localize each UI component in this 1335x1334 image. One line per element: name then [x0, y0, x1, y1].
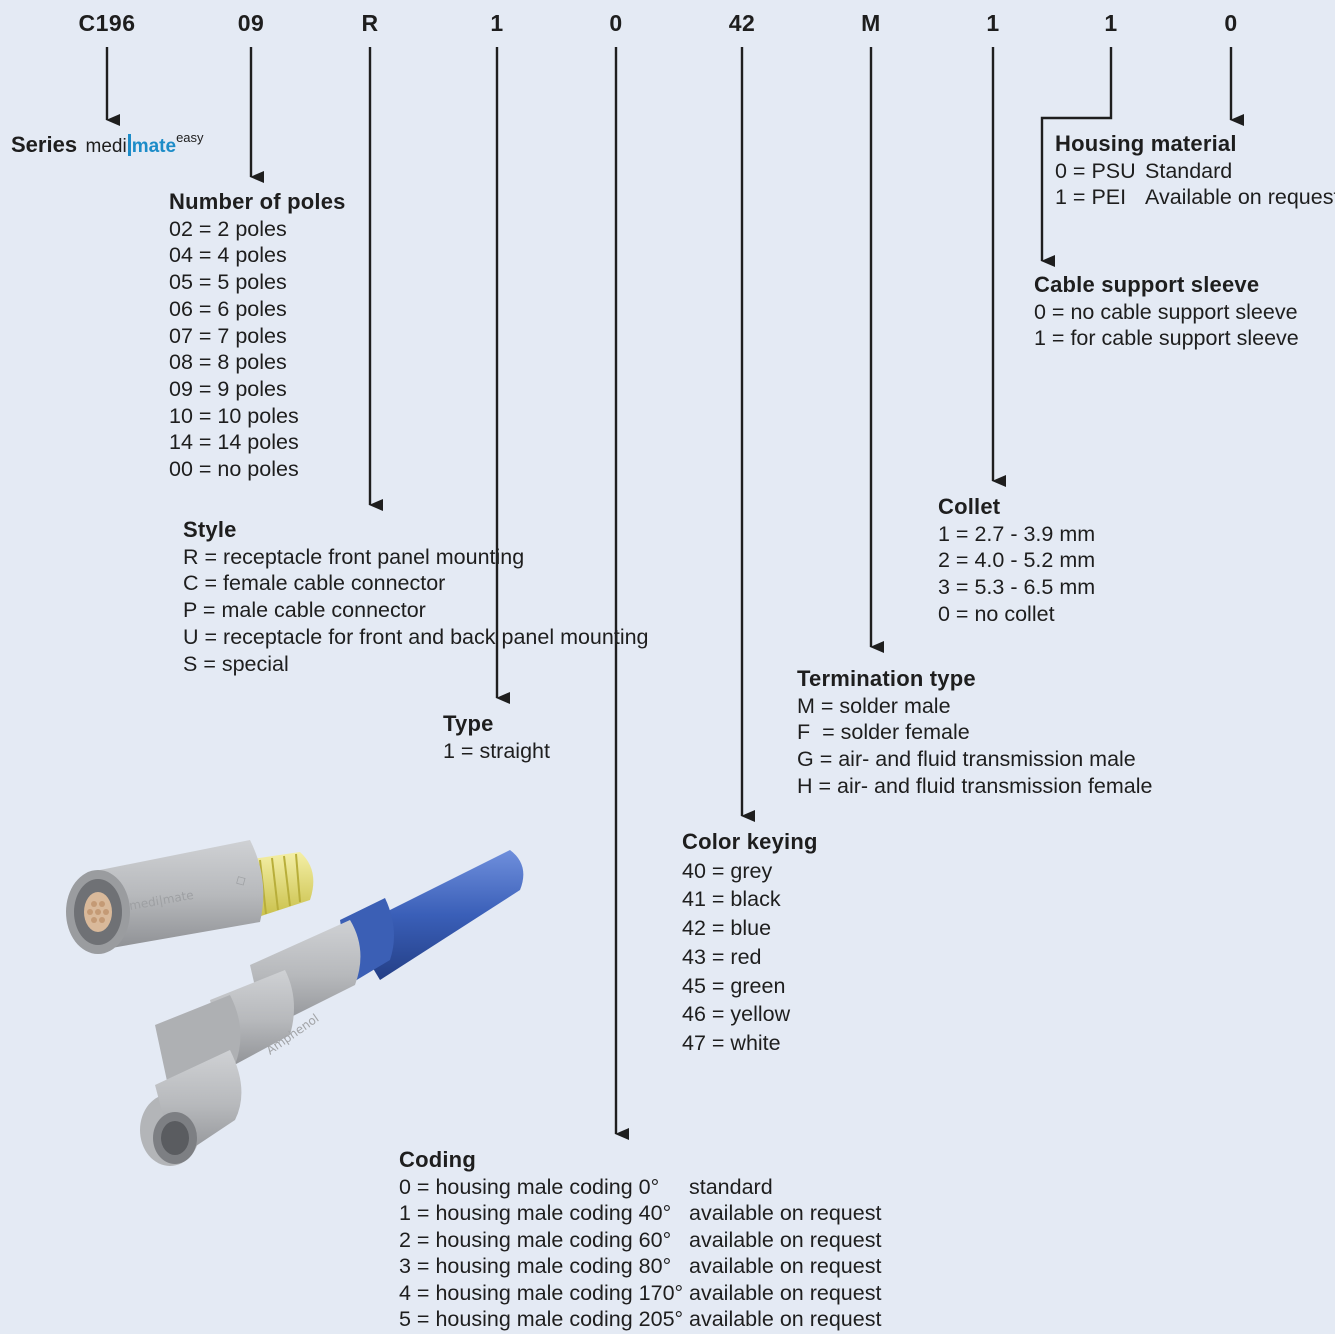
- list-item: 05 = 5 poles: [169, 270, 287, 295]
- cable-support-sleeve-heading: Cable support sleeve: [1034, 272, 1260, 297]
- series-word: Series: [11, 132, 78, 157]
- list-item: 47 = white: [682, 1030, 781, 1055]
- collet-block: Collet 1 = 2.7 - 3.9 mm 2 = 4.0 - 5.2 mm…: [938, 494, 1095, 628]
- number-of-poles-block: Number of poles 02 = 2 poles 04 = 4 pole…: [169, 189, 346, 483]
- list-item: 42 = blue: [682, 916, 772, 941]
- list-item: 1 = straight: [443, 738, 550, 763]
- list-item: 2 = housing male coding 60° available on …: [399, 1227, 881, 1254]
- list-item: 1 = for cable support sleeve: [1034, 326, 1299, 351]
- list-item: G = air- and fluid transmission male: [797, 747, 1136, 772]
- color-keying-heading: Color keying: [682, 829, 818, 854]
- type-heading: Type: [443, 711, 494, 736]
- list-item: 5 = housing male coding 205°available on…: [399, 1306, 881, 1333]
- list-item: 0 = no cable support sleeve: [1034, 299, 1298, 324]
- list-item: 08 = 8 poles: [169, 350, 287, 375]
- option-code: 1 = housing male coding 40°: [399, 1201, 672, 1225]
- type-block: Type 1 = straight: [443, 711, 550, 764]
- list-item: 43 = red: [682, 944, 762, 969]
- code-part-type: 1: [490, 10, 504, 36]
- list-item: F = solder female: [797, 720, 970, 745]
- list-item: S = special: [183, 651, 289, 676]
- receptacle-connector: medi|mate ◇: [66, 840, 314, 954]
- option-desc: Available on request: [1145, 185, 1335, 210]
- list-item: 1 = 2.7 - 3.9 mm: [938, 521, 1096, 546]
- list-item: 1 = PEI Available on request: [1055, 184, 1335, 211]
- list-item: 4 = housing male coding 170°available on…: [399, 1280, 881, 1307]
- list-item: H = air- and fluid transmission female: [797, 773, 1153, 798]
- termination-type-heading: Termination type: [797, 666, 976, 691]
- code-part-termination: M: [861, 10, 881, 36]
- style-block: Style R = receptacle front panel mountin…: [183, 517, 649, 677]
- list-item: 02 = 2 poles: [169, 216, 287, 241]
- brand-main: mate: [131, 136, 177, 157]
- code-part-poles: 09: [237, 10, 265, 36]
- arrow-sleeve: [1040, 47, 1113, 267]
- option-code: 1 = PEI: [1055, 185, 1127, 210]
- code-part-housing: 0: [1224, 10, 1238, 36]
- list-item: 41 = black: [682, 887, 781, 912]
- option-desc: available on request: [689, 1254, 882, 1278]
- collet-heading: Collet: [938, 494, 1001, 519]
- option-code: 2 = housing male coding 60°: [399, 1227, 672, 1252]
- cable-support-sleeve-block: Cable support sleeve 0 = no cable suppor…: [1034, 272, 1299, 352]
- list-item: 04 = 4 poles: [169, 243, 287, 268]
- code-part-coding: 0: [609, 10, 623, 36]
- coding-block: Coding 0 = housing male coding 0° standar…: [399, 1147, 881, 1333]
- list-item: 14 = 14 poles: [169, 430, 299, 455]
- list-item: 1 = housing male coding 40° available on …: [399, 1200, 881, 1227]
- option-desc: available on request: [689, 1227, 882, 1252]
- option-code: 3 = housing male coding 80°: [399, 1254, 672, 1278]
- housing-material-block: Housing material 0 = PSU Standard 1 = PEI…: [1055, 131, 1335, 211]
- termination-type-block: Termination type M = solder male F = sol…: [797, 666, 1153, 800]
- option-desc: available on request: [689, 1307, 882, 1331]
- option-desc: standard: [689, 1174, 773, 1199]
- list-item: 10 = 10 poles: [169, 403, 299, 428]
- plug-connector: Amphenol: [140, 850, 524, 1166]
- housing-material-heading: Housing material: [1055, 131, 1237, 156]
- brand-divider: [127, 134, 131, 156]
- code-part-collet: 1: [986, 10, 1000, 36]
- list-item: 00 = no poles: [169, 457, 299, 482]
- list-item: 06 = 6 poles: [169, 296, 287, 321]
- list-item: 0 = housing male coding 0° standard: [399, 1174, 881, 1201]
- option-desc: Standard: [1145, 158, 1233, 183]
- code-part-sleeve: 1: [1104, 10, 1118, 36]
- style-heading: Style: [183, 517, 237, 542]
- number-of-poles-heading: Number of poles: [169, 189, 346, 214]
- code-part-color: 42: [728, 10, 756, 36]
- list-item: 3 = 5.3 - 6.5 mm: [938, 575, 1096, 600]
- list-item: U = receptacle for front and back panel …: [183, 624, 649, 649]
- option-code: 0 = PSU: [1055, 158, 1136, 183]
- list-item: 3 = housing male coding 80° available on …: [399, 1253, 881, 1280]
- list-item: 09 = 9 poles: [169, 376, 287, 401]
- list-item: 45 = green: [682, 973, 786, 998]
- list-item: 0 = PSU Standard: [1055, 158, 1335, 185]
- option-code: 5 = housing male coding 205°: [399, 1307, 684, 1331]
- list-item: P = male cable connector: [183, 598, 426, 623]
- brand-prefix: medi: [85, 136, 127, 157]
- color-keying-block: Color keying 40 = grey 41 = black 42 = b…: [682, 828, 818, 1058]
- list-item: 07 = 7 poles: [169, 323, 287, 348]
- list-item: C = female cable connector: [183, 571, 446, 596]
- list-item: 46 = yellow: [682, 1002, 791, 1027]
- option-code: 0 = housing male coding 0°: [399, 1174, 660, 1199]
- list-item: R = receptacle front panel mounting: [183, 544, 525, 569]
- list-item: 2 = 4.0 - 5.2 mm: [938, 548, 1096, 573]
- code-part-style: R: [361, 10, 379, 36]
- list-item: M = solder male: [797, 693, 951, 718]
- list-item: 40 = grey: [682, 858, 773, 883]
- code-part-series: C196: [78, 10, 136, 36]
- brand-suffix: easy: [176, 130, 204, 145]
- option-code: 4 = housing male coding 170°: [399, 1280, 684, 1305]
- connector-product-photo: medi|mate ◇ Amphenol: [66, 840, 524, 1166]
- option-desc: available on request: [689, 1201, 882, 1225]
- list-item: 0 = no collet: [938, 601, 1055, 626]
- option-desc: available on request: [689, 1280, 882, 1305]
- coding-heading: Coding: [399, 1147, 476, 1172]
